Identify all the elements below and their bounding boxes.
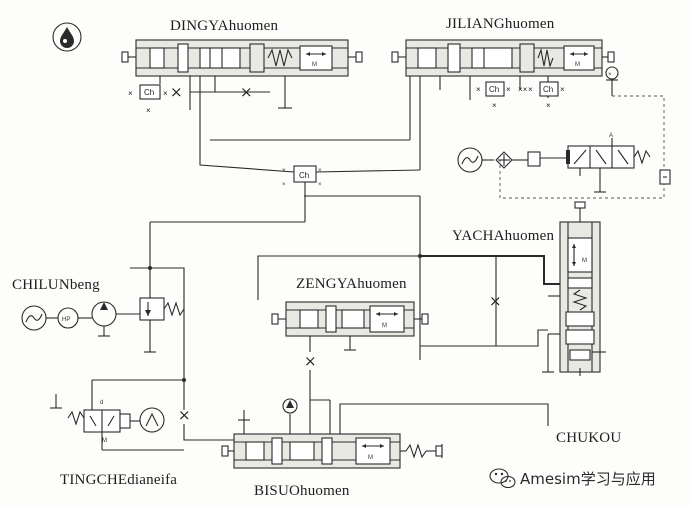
watermark-text: Amesim学习与应用: [520, 470, 656, 488]
yacha-valve: M: [542, 201, 606, 373]
chilun-pump: HP: [21, 301, 150, 337]
svg-text:HP: HP: [62, 317, 70, 323]
svg-text:M: M: [582, 258, 587, 264]
dingya-valve: M: [121, 39, 363, 110]
jiliang-ch-node-1: Ch × × ×: [476, 81, 511, 110]
svg-text:×: ×: [318, 168, 322, 174]
zengya-label: ZENGYAhuomen: [296, 276, 407, 292]
chukou-label: CHUKOU: [556, 430, 621, 446]
svg-text:Ch: Ch: [299, 171, 309, 180]
yacha-label: YACHAhuomen: [452, 228, 554, 244]
svg-text:Ch: Ch: [543, 85, 553, 94]
svg-text:×: ×: [146, 106, 151, 115]
jiliang-valve: M ×: [391, 39, 619, 170]
svg-text:×: ×: [528, 85, 533, 94]
svg-text:×: ×: [318, 182, 322, 188]
bisuo-valve: M: [221, 398, 443, 469]
dingya-ch-node: Ch × × ×: [128, 84, 168, 115]
svg-text:A: A: [609, 133, 613, 139]
svg-text:×: ×: [282, 182, 286, 188]
svg-text:M: M: [575, 62, 580, 68]
svg-text:×: ×: [608, 72, 612, 78]
tingche-label: TINGCHEdianeifa: [60, 472, 177, 488]
yacha-cross: ⨯: [489, 294, 502, 310]
watermark: Amesim学习与应用: [489, 468, 656, 489]
svg-text:×: ×: [492, 101, 497, 110]
wechat-icon: [489, 468, 516, 489]
dingya-label: DINGYAhuomen: [170, 18, 279, 34]
jiliang-label: JILIANGhuomen: [446, 16, 555, 32]
svg-text:Ch: Ch: [489, 85, 499, 94]
zengya-cross: ⨯: [304, 354, 317, 370]
chilun-relief-valve: [130, 267, 185, 353]
svg-text:M: M: [382, 323, 387, 329]
zengya-valve: M: [271, 301, 429, 352]
svg-text:×: ×: [560, 85, 565, 94]
jiliang-cross: ××: [518, 85, 528, 94]
central-ch-hub: Ch × × × ×: [282, 165, 322, 188]
svg-text:×: ×: [476, 85, 481, 94]
jiliang-ch-node-2: Ch × × ×: [528, 81, 565, 110]
chilun-label: CHILUNbeng: [12, 277, 100, 293]
dingya-cross-2: ⨯: [240, 85, 253, 101]
svg-text:M: M: [102, 438, 107, 444]
svg-text:×: ×: [506, 85, 511, 94]
svg-text:×: ×: [128, 89, 133, 98]
oil-drop-icon: [52, 22, 82, 52]
svg-text:Ch: Ch: [144, 88, 154, 97]
dingya-motor-label: M: [312, 62, 317, 68]
tingche-cross: ⨯: [178, 408, 191, 424]
svg-text:M: M: [368, 455, 373, 461]
jiliang-actuator-group: A: [457, 133, 651, 193]
dingya-cross-1: ⨯: [170, 85, 183, 101]
bisuo-label: BISUOhuomen: [254, 483, 350, 499]
svg-text:×: ×: [546, 101, 551, 110]
svg-text:d: d: [100, 400, 103, 406]
tingche-valve: d M: [50, 394, 165, 450]
svg-text:×: ×: [163, 89, 168, 98]
